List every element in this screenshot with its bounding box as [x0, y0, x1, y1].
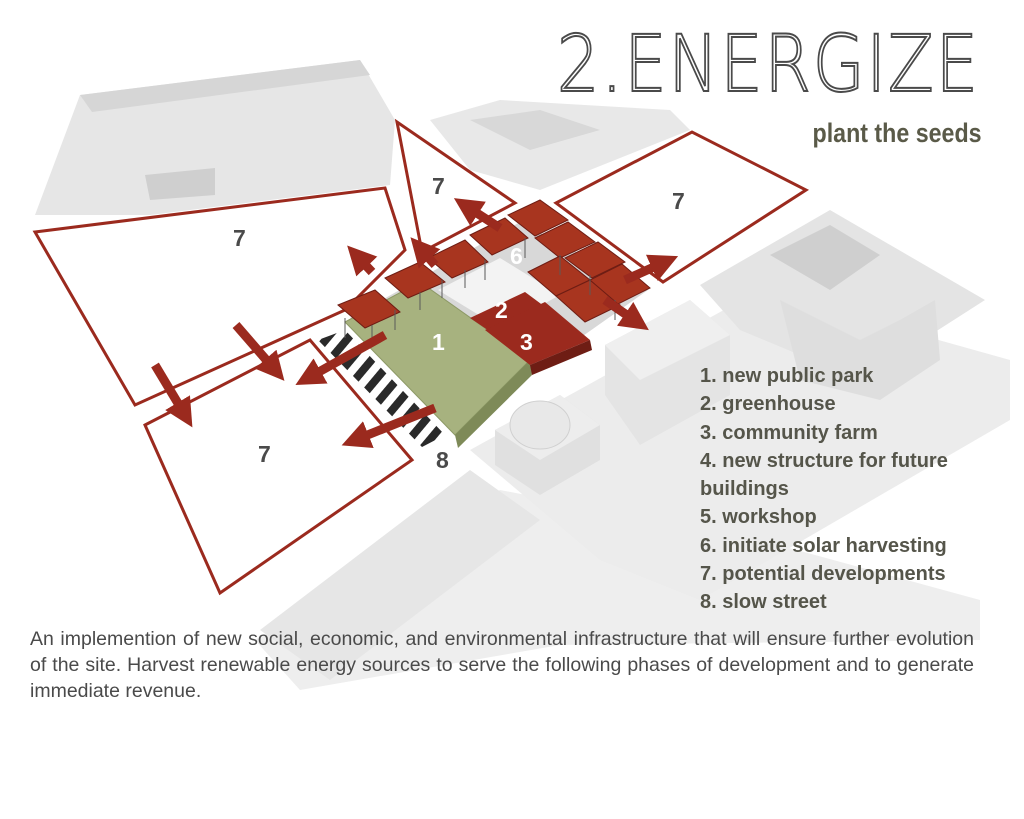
- community-farm: [485, 302, 590, 365]
- description-text: An implemention of new social, economic,…: [30, 628, 974, 702]
- legend-item: 4. new structure for future buildings: [700, 449, 948, 501]
- existing-building-east: [700, 210, 985, 400]
- zone-7-top-label: 7: [432, 173, 445, 199]
- zone-7-bottom-label: 7: [258, 441, 271, 467]
- zone-6-label: 6: [510, 243, 523, 269]
- zone-7-top: [394, 118, 518, 255]
- existing-building-center: [605, 300, 730, 445]
- page-title: 2.ENERGIZE: [556, 20, 980, 110]
- existing-building-northwest: [35, 60, 395, 215]
- existing-block-south: [260, 470, 540, 680]
- legend-item: 5. workshop: [700, 506, 817, 529]
- legend-item: 3. community farm: [700, 421, 878, 444]
- public-park-edge: [455, 360, 532, 448]
- zone-3-label: 3: [520, 329, 533, 355]
- zone-8-label: 8: [436, 447, 449, 473]
- zone-7-left-label: 7: [233, 225, 246, 251]
- legend: 1. new public park 2. greenhouse 3. comm…: [700, 362, 1000, 617]
- page-subtitle: plant the seeds: [812, 118, 982, 148]
- legend-item: 6. initiate solar harvesting: [700, 534, 947, 557]
- community-farm-edge: [530, 340, 592, 375]
- legend-item: 7. potential developments: [700, 563, 946, 586]
- existing-building-dome: [495, 395, 600, 495]
- zone-7-right-label: 7: [672, 188, 685, 214]
- zone-7-right: [553, 130, 810, 284]
- existing-building-north: [430, 100, 690, 190]
- solar-canopies: [337, 199, 651, 329]
- legend-item: 2. greenhouse: [700, 393, 836, 416]
- zone-7-left: [32, 186, 407, 407]
- legend-item: 8. slow street: [700, 591, 827, 614]
- zone-2-label: 2: [495, 297, 508, 323]
- direction-arrows: [151, 198, 679, 449]
- legend-item: 1. new public park: [700, 365, 874, 387]
- zone-1-label: 1: [432, 329, 445, 355]
